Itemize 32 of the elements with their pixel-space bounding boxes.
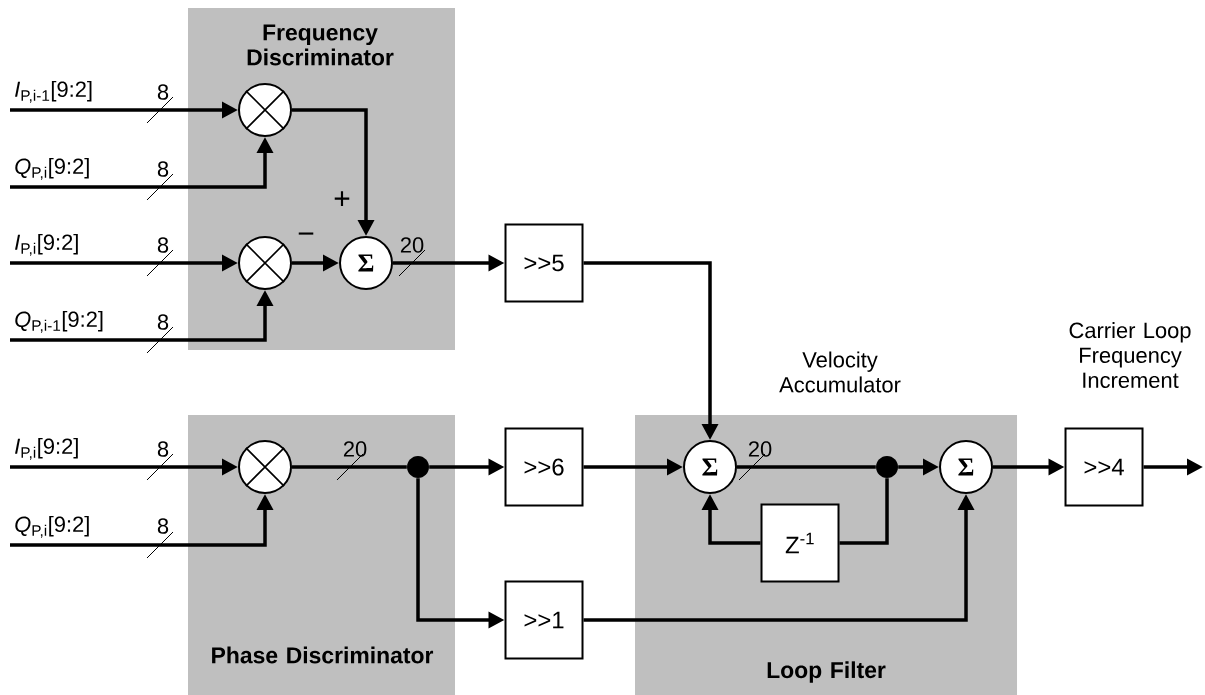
signal-name: Q$_{P,i}$[9:2] (15, 157, 89, 180)
junction-dot (407, 456, 429, 478)
bus-width: 8 (157, 518, 169, 534)
block-caption: Carrier Loop Frequency Increment (1069, 322, 1191, 388)
summing-junction: Σ (683, 440, 737, 494)
bus-width: 8 (157, 237, 169, 253)
bus-width: 8 (157, 441, 169, 457)
bus-width: 20 (400, 237, 424, 253)
bus-width: 20 (343, 441, 367, 457)
bus-width: 8 (157, 314, 169, 330)
signal-name: I$_{P,i}$[9:2] (15, 437, 78, 460)
signal-name: I$_{P,i-1}$[9:2] (15, 80, 92, 103)
junction-dot (876, 456, 898, 478)
signal-name: I$_{P,i}$[9:2] (15, 233, 78, 256)
shift-box: >>5 (504, 223, 584, 303)
multiplier-symbol (238, 440, 292, 494)
block-caption: Velocity Accumulator (779, 351, 901, 393)
multiplier-symbol (238, 236, 292, 290)
signal-name: Q$_{P,i-1}$[9:2] (15, 310, 103, 333)
shift-box: Z$^{-1}$ (760, 503, 840, 583)
bus-width: 8 (157, 161, 169, 177)
minus-sign: − (298, 232, 314, 235)
shift-box: >>6 (504, 427, 584, 507)
bus-width: 20 (748, 441, 772, 457)
summing-junction: Σ (939, 440, 993, 494)
shift-box: >>4 (1064, 427, 1144, 507)
shift-box: >>1 (504, 580, 584, 660)
plus-sign: + (334, 191, 350, 206)
signal-name: Q$_{P,i}$[9:2] (15, 515, 89, 538)
multiplier-symbol (238, 83, 292, 137)
summing-junction: Σ (339, 236, 393, 290)
bus-width: 8 (157, 84, 169, 100)
